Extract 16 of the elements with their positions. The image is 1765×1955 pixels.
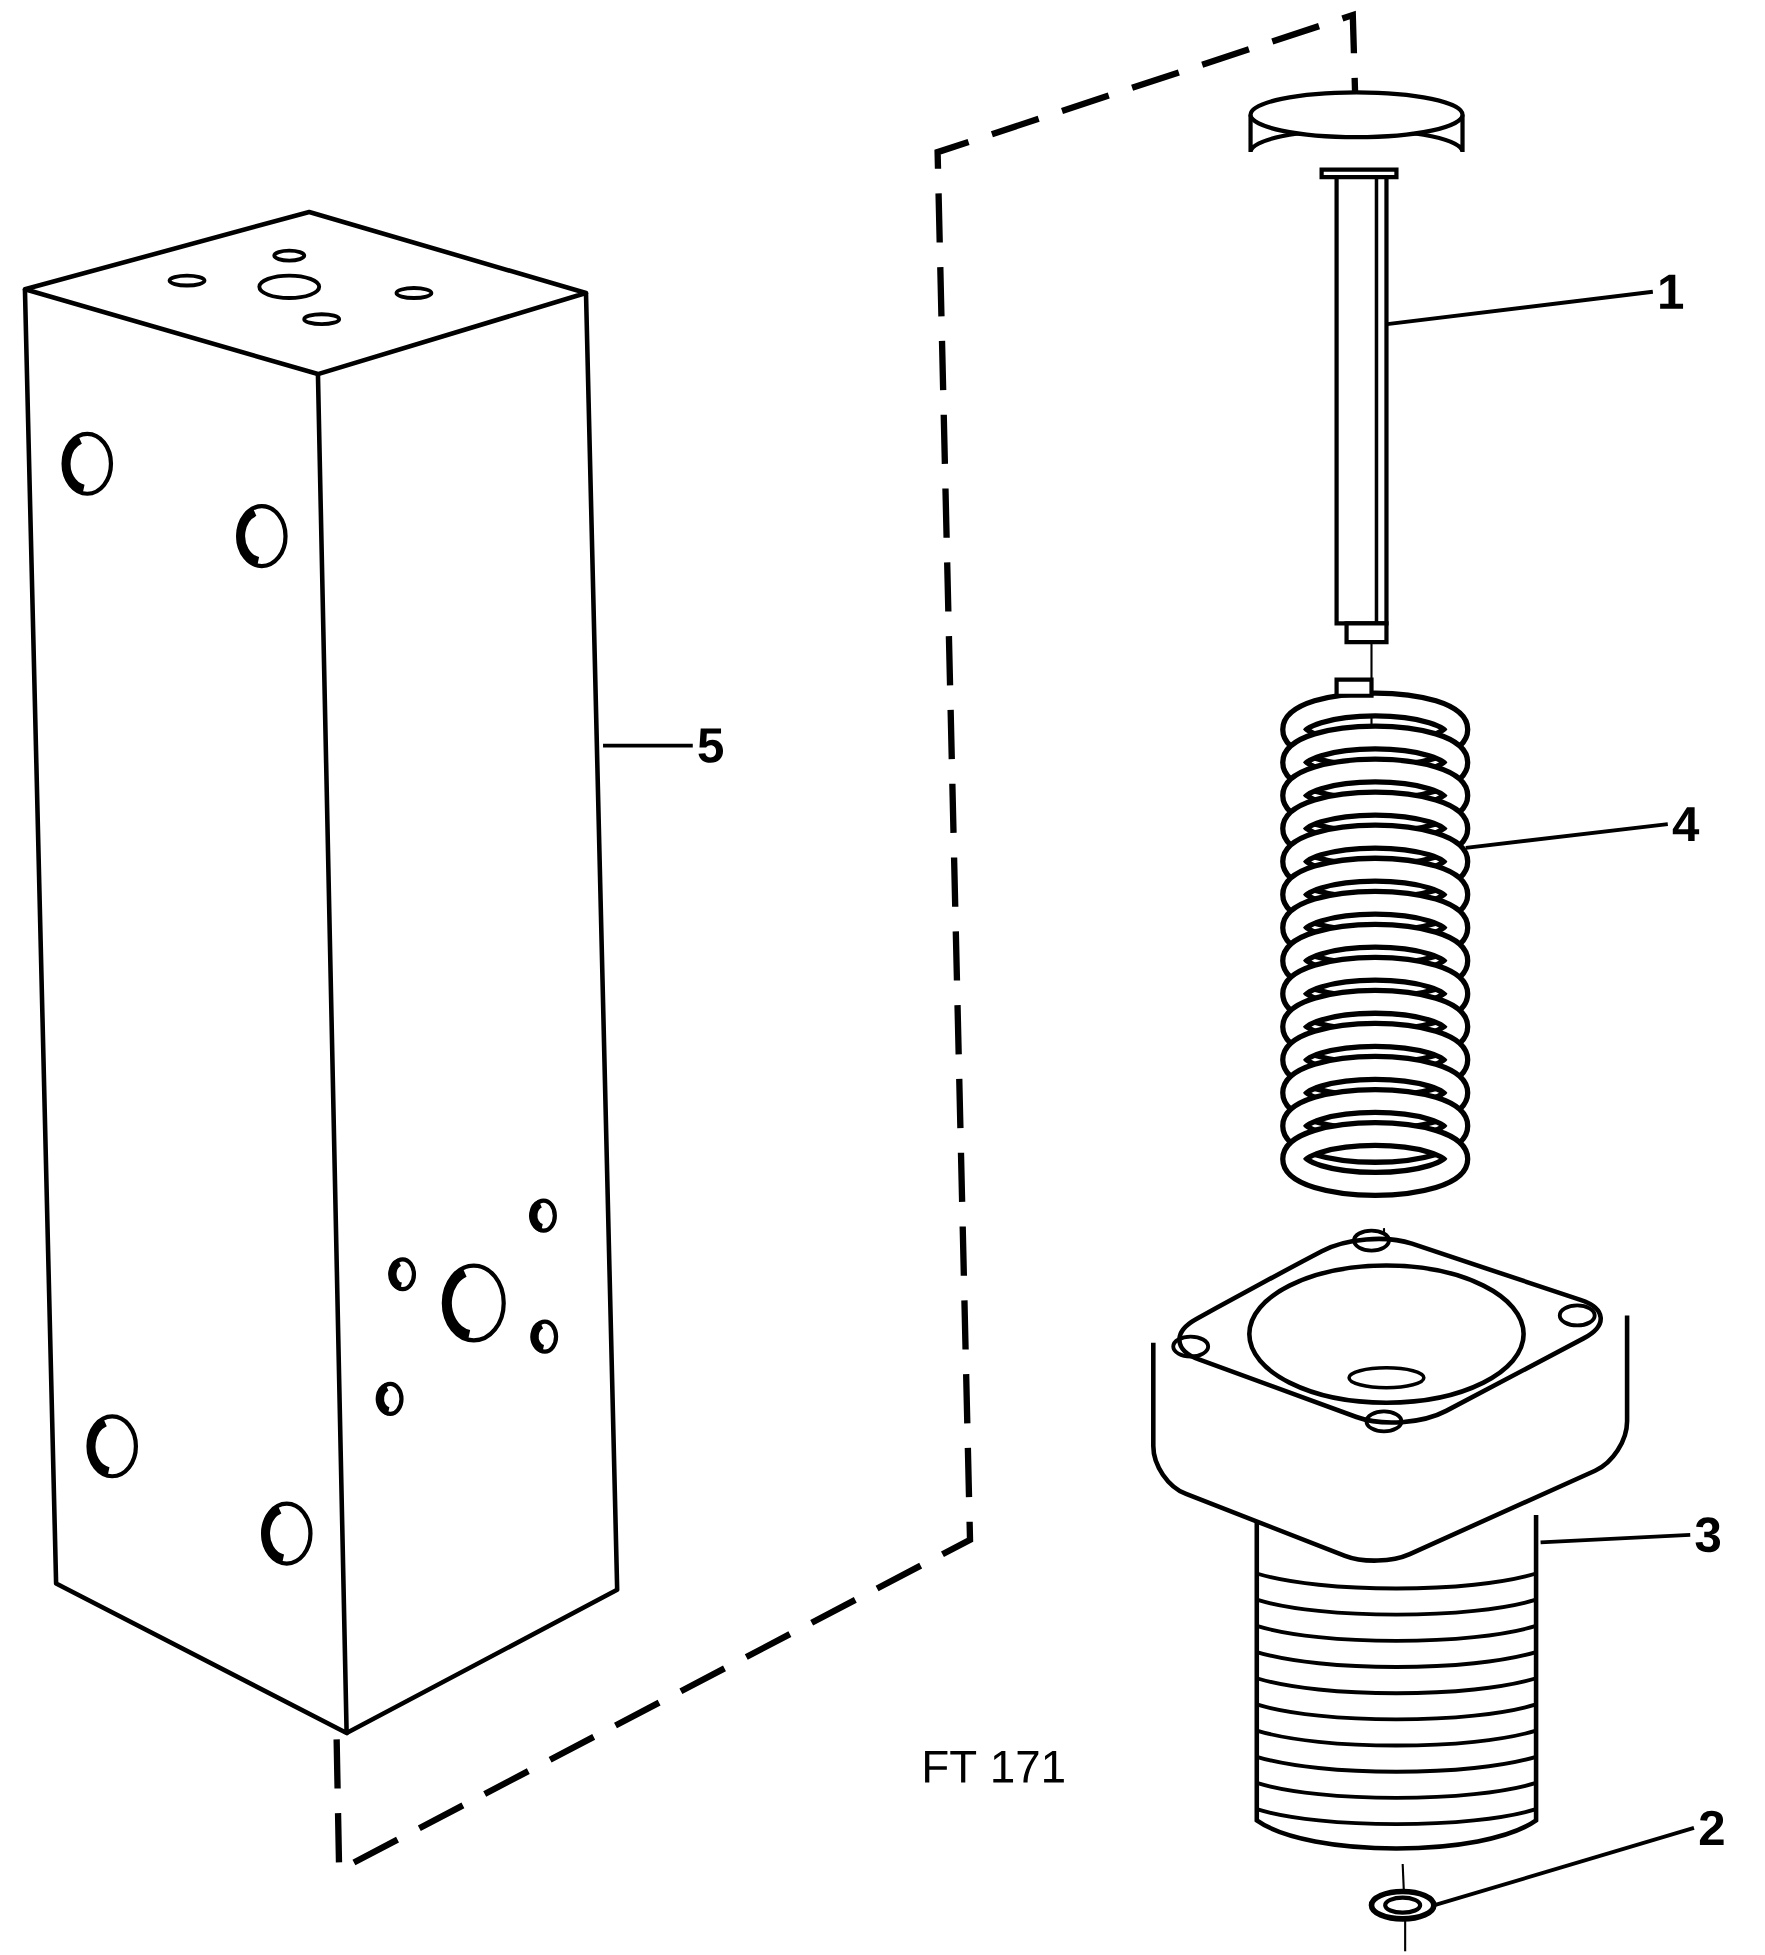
callout-number: 5: [698, 728, 723, 763]
leader-line: [1465, 822, 1668, 850]
figure-code: FT 171: [924, 1751, 1064, 1783]
housing-drawing: [1150, 1228, 1630, 1851]
piston-drawing: [1248, 90, 1465, 645]
callout-number: 4: [1672, 807, 1699, 842]
leader-line: [1540, 1532, 1691, 1545]
leader-line: [1386, 289, 1653, 327]
valve-block-drawing: [22, 209, 620, 1736]
callout-number: 1: [1659, 274, 1683, 309]
spring-drawing: [1279, 677, 1471, 1198]
leader-line: [602, 743, 693, 748]
circlip-drawing: [1368, 1888, 1437, 1922]
callout-number: 3: [1695, 1517, 1720, 1553]
leader-line: [1433, 1826, 1695, 1907]
callout-number: 2: [1699, 1810, 1724, 1846]
